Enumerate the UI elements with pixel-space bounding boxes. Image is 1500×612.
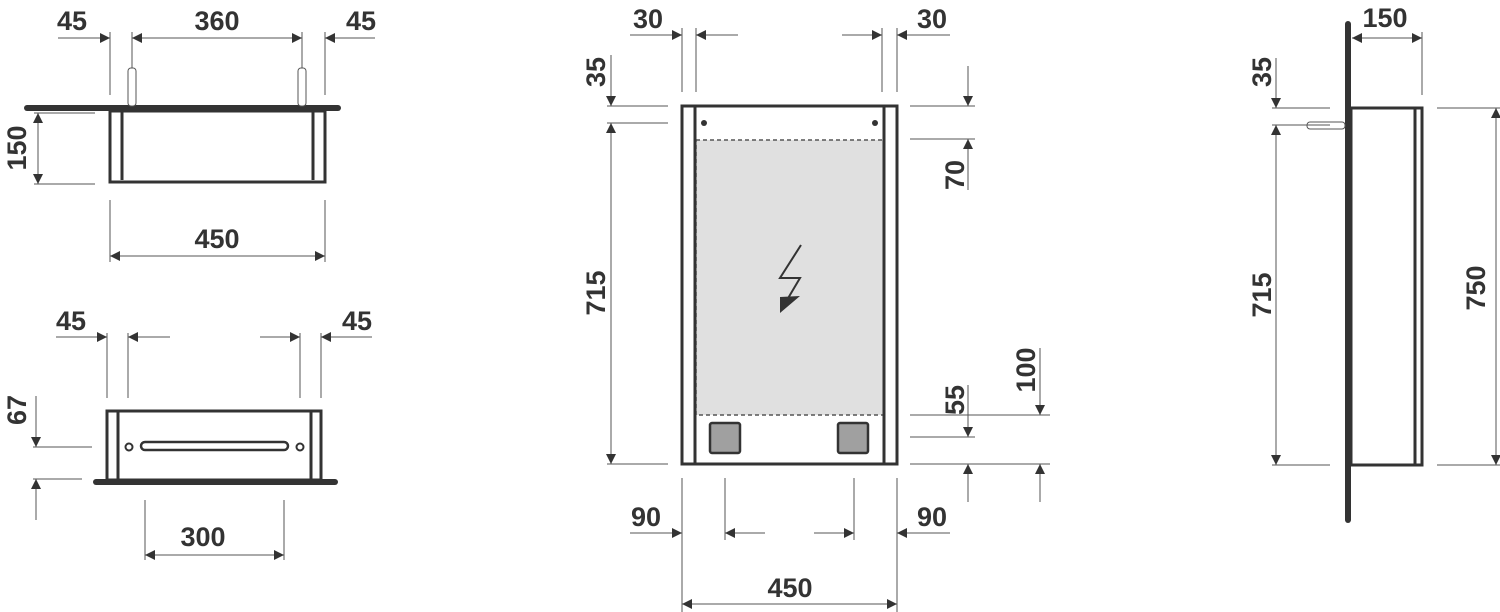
dim-label-slot: 300 bbox=[180, 522, 225, 552]
extension-lines bbox=[1272, 32, 1500, 466]
dim-label-width: 450 bbox=[767, 573, 812, 603]
dim-label-total-height: 750 bbox=[1461, 265, 1491, 310]
dim-label-depth: 150 bbox=[1362, 3, 1407, 33]
dim-label-mount-height: 715 bbox=[1247, 272, 1277, 317]
front-view: 30 30 35 715 70 55 100 90 90 450 bbox=[581, 4, 1050, 612]
cabinet-outline bbox=[680, 104, 899, 466]
lightning-icon bbox=[778, 244, 802, 313]
dim-label-depth: 150 bbox=[2, 125, 32, 170]
cabinet-outline bbox=[1349, 106, 1424, 467]
dim-label-top-panel: 70 bbox=[940, 160, 970, 190]
dim-label-right: 45 bbox=[342, 306, 372, 336]
extension-lines bbox=[33, 333, 322, 560]
cabinet-outline bbox=[105, 409, 323, 482]
cabinet-outline bbox=[108, 109, 327, 184]
socket-icon bbox=[708, 421, 742, 455]
dim-label-height: 715 bbox=[581, 270, 611, 315]
dowel-icon bbox=[127, 67, 137, 107]
dowel-icon bbox=[297, 67, 307, 107]
dim-label-socket: 55 bbox=[940, 385, 970, 415]
dim-label-right: 45 bbox=[346, 6, 376, 36]
dim-label-left-top: 30 bbox=[633, 4, 663, 34]
dim-label-left-bottom: 90 bbox=[631, 502, 661, 532]
socket-icon bbox=[836, 421, 870, 455]
dim-label-height: 67 bbox=[2, 395, 32, 425]
dim-label-bottom-panel: 100 bbox=[1011, 347, 1041, 392]
dim-label-top-offset: 35 bbox=[1247, 57, 1277, 87]
top-view: 45 360 45 150 450 bbox=[2, 6, 376, 262]
dim-label-top-offset: 35 bbox=[581, 57, 611, 87]
bottom-view: 45 45 67 300 bbox=[2, 306, 372, 560]
dim-label-width: 450 bbox=[194, 224, 239, 254]
mount-hole-icon bbox=[701, 120, 707, 126]
dim-label-middle: 360 bbox=[194, 6, 239, 36]
extension-lines bbox=[34, 32, 326, 262]
screw-hole-icon bbox=[124, 442, 134, 452]
dim-label-left: 45 bbox=[56, 306, 86, 336]
dim-label-right-top: 30 bbox=[917, 4, 947, 34]
mount-hole-icon bbox=[872, 120, 878, 126]
slot bbox=[139, 440, 290, 452]
extension-lines bbox=[607, 28, 1050, 612]
side-view: 150 35 715 750 bbox=[1247, 3, 1500, 523]
dim-label-left: 45 bbox=[57, 6, 87, 36]
screw-hole-icon bbox=[295, 442, 305, 452]
dim-label-right-bottom: 90 bbox=[917, 502, 947, 532]
